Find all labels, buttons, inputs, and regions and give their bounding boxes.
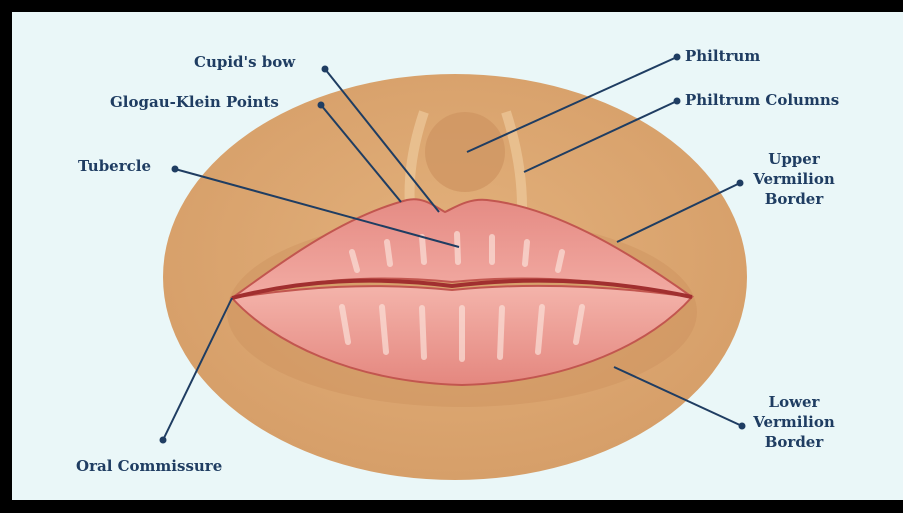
label-glogau-klein-points: Glogau-Klein Points — [110, 92, 279, 112]
label-philtrum: Philtrum — [685, 46, 760, 66]
label-lower-vermilion-border: Lower Vermilion Border — [748, 392, 840, 452]
label-lower-vermilion-line2: Vermilion — [748, 412, 840, 432]
diagram-canvas: Cupid's bow Glogau-Klein Points Tubercle… — [12, 12, 903, 500]
label-upper-vermilion-border: Upper Vermilion Border — [748, 149, 840, 209]
label-upper-vermilion-line2: Vermilion — [748, 169, 840, 189]
label-tubercle: Tubercle — [78, 156, 151, 176]
label-upper-vermilion-line3: Border — [748, 189, 840, 209]
label-upper-vermilion-line1: Upper — [748, 149, 840, 169]
philtrum-shape — [425, 112, 505, 192]
label-lower-vermilion-line1: Lower — [748, 392, 840, 412]
label-oral-commissure: Oral Commissure — [76, 456, 222, 476]
label-cupids-bow: Cupid's bow — [194, 52, 295, 72]
label-lower-vermilion-line3: Border — [748, 432, 840, 452]
label-philtrum-columns: Philtrum Columns — [685, 90, 839, 110]
